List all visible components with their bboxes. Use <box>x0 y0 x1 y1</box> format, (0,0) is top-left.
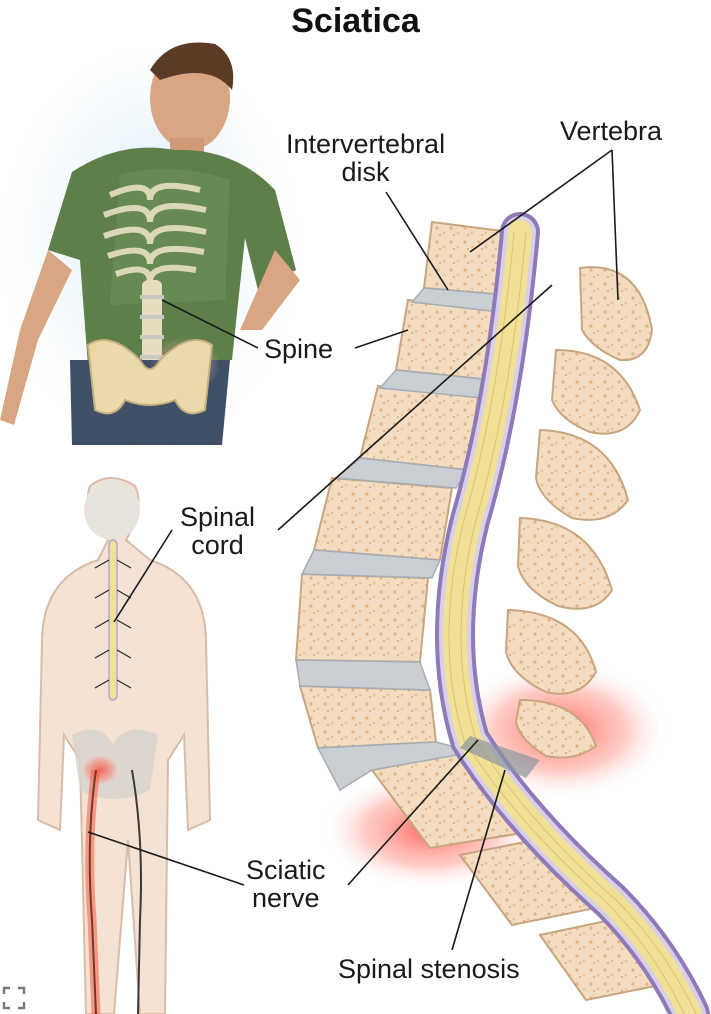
label-intervertebral-disk-line1: Intervertebral <box>286 129 446 159</box>
label-spinal-cord: Spinal cord <box>180 503 255 559</box>
label-spinal-stenosis: Spinal stenosis <box>338 954 520 984</box>
label-intervertebral-disk: Intervertebral disk <box>286 130 445 186</box>
back-view-figure <box>36 477 212 1014</box>
spine-cross-section <box>294 212 710 1014</box>
leader-lines <box>87 149 619 951</box>
man-figure <box>0 42 300 470</box>
label-vertebra: Vertebra <box>560 116 663 146</box>
label-intervertebral-disk-line2: disk <box>341 157 390 187</box>
label-spinal-cord-line2: cord <box>191 530 244 560</box>
expand-icon[interactable] <box>2 986 26 1010</box>
label-spinal-cord-line1: Spinal <box>180 502 256 532</box>
diagram-title: Sciatica <box>291 2 420 40</box>
label-sciatic-nerve: Sciatic nerve <box>246 856 326 912</box>
label-sciatic-nerve-line1: Sciatic <box>246 855 326 885</box>
label-sciatic-nerve-line2: nerve <box>251 883 320 913</box>
label-spine: Spine <box>264 334 334 364</box>
